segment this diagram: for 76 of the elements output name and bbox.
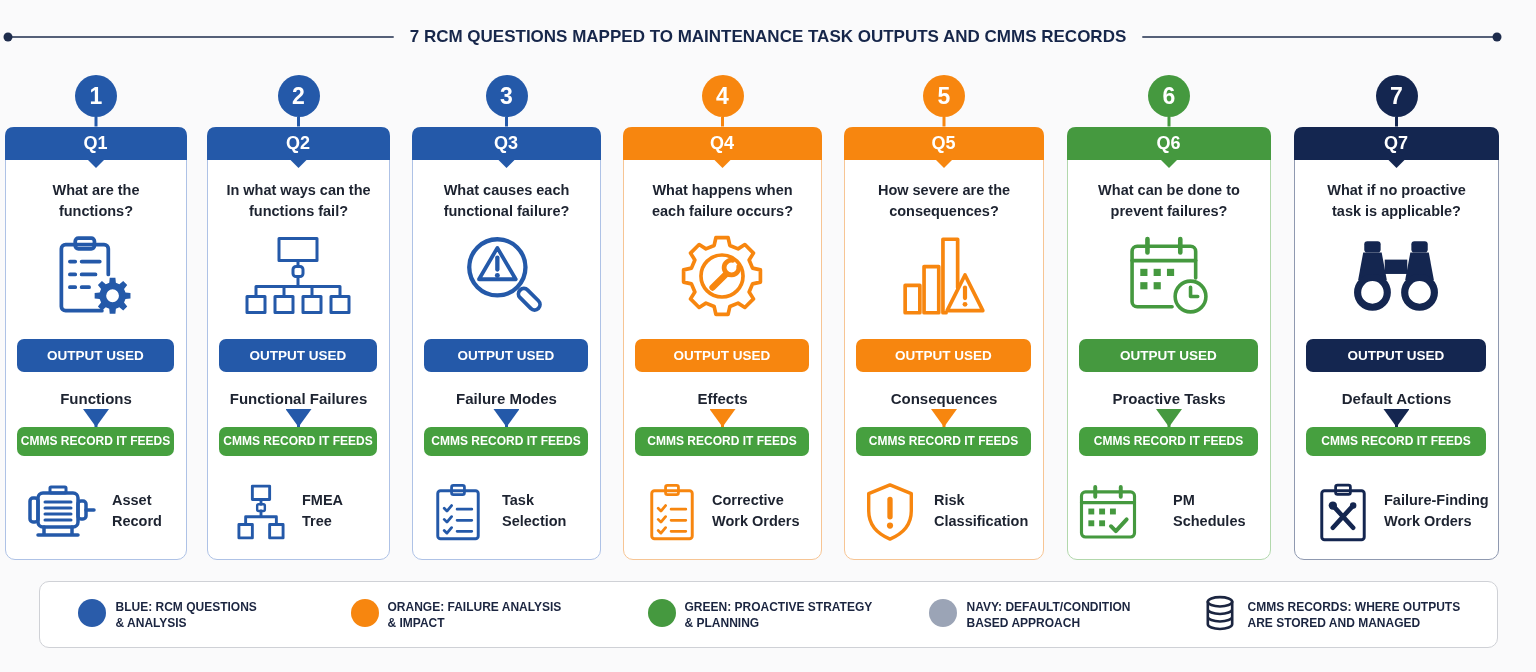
- question-text: What causes each functional failure?: [442, 181, 571, 221]
- question-text: What are the functions?: [51, 181, 141, 221]
- record-name: Task Selection: [502, 491, 568, 531]
- record-tag: CMMS RECORD IT FEEDS: [1306, 427, 1486, 456]
- card-header: Q4: [622, 126, 822, 169]
- output-name: Consequences: [890, 389, 998, 409]
- record-tag: CMMS RECORD IT FEEDS: [1079, 427, 1258, 456]
- output-name: Failure Modes: [456, 389, 557, 409]
- output-tag: OUTPUT USED: [856, 339, 1031, 372]
- question-card: [844, 127, 1044, 560]
- legend-text: GREEN: PROACTIVE STRATEGY & PLANNING: [684, 598, 874, 631]
- card-header: Q3: [411, 126, 601, 169]
- card-header: Q1: [4, 126, 187, 169]
- arrow: [709, 409, 736, 427]
- output-tag: OUTPUT USED: [424, 339, 588, 372]
- legend-text: NAVY: DEFAULT/CONDITION BASED APPROACH: [966, 598, 1132, 631]
- arrow: [83, 409, 109, 427]
- arrow: [1383, 409, 1410, 427]
- arrow: [493, 409, 520, 427]
- question-text: What happens when each failure occurs?: [651, 181, 794, 221]
- question-card: [1067, 127, 1271, 560]
- question-card: [207, 127, 390, 560]
- record-tag: CMMS RECORD IT FEEDS: [856, 427, 1031, 456]
- record-tag: CMMS RECORD IT FEEDS: [424, 427, 588, 456]
- arrow: [931, 409, 957, 427]
- number-badge: 3: [485, 75, 528, 117]
- output-name: Effects: [697, 389, 748, 409]
- number-badge: 7: [1375, 75, 1418, 117]
- output-tag: OUTPUT USED: [1079, 339, 1258, 372]
- record-tag: CMMS RECORD IT FEEDS: [219, 427, 377, 456]
- record-tag: CMMS RECORD IT FEEDS: [635, 427, 809, 456]
- question-card: [412, 127, 601, 560]
- connector-line: [721, 117, 724, 127]
- output-name: Functional Failures: [229, 389, 368, 409]
- connector-line: [505, 117, 508, 127]
- output-tag: OUTPUT USED: [635, 339, 809, 372]
- legend-text: ORANGE: FAILURE ANALYSIS & IMPACT: [387, 598, 563, 631]
- number-badge: 4: [701, 75, 744, 117]
- card-header: Q2: [206, 126, 390, 169]
- number-badge: 1: [75, 75, 117, 117]
- legend-text: BLUE: RCM QUESTIONS & ANALYSIS: [115, 598, 258, 631]
- output-tag: OUTPUT USED: [1306, 339, 1486, 372]
- diagram-title: 7 RCM QUESTIONS MAPPED TO MAINTENANCE TASK OUTPUTS AND CMMS RECORDS: [409, 27, 1127, 47]
- connector-line: [297, 117, 300, 127]
- output-name: Functions: [60, 389, 132, 409]
- number-badge: 5: [923, 75, 965, 117]
- number-badge: 2: [277, 75, 320, 117]
- question-text: What can be done to prevent failures?: [1097, 181, 1241, 221]
- legend-text: CMMS RECORDS: WHERE OUTPUTS ARE STORED AND MANAGED: [1247, 598, 1462, 631]
- number-badge: 6: [1148, 75, 1190, 117]
- card-header: Q6: [1066, 126, 1271, 169]
- question-text: In what ways can the functions fail?: [225, 181, 372, 221]
- record-name: Failure-Finding Work Orders: [1384, 491, 1490, 531]
- arrow: [1156, 409, 1182, 427]
- connector-line: [942, 117, 946, 127]
- record-name: Risk Classification: [934, 491, 1030, 531]
- record-name: Corrective Work Orders: [712, 491, 801, 531]
- record-name: FMEA Tree: [302, 491, 344, 531]
- question-text: How severe are the consequences?: [876, 181, 1012, 221]
- record-name: PM Schedules: [1173, 491, 1247, 531]
- question-text: What if no proactive task is applicable?: [1326, 181, 1467, 221]
- record-name: Asset Record: [112, 491, 163, 531]
- connector-line: [94, 117, 98, 127]
- record-tag: CMMS RECORD IT FEEDS: [17, 427, 174, 456]
- output-tag: OUTPUT USED: [219, 339, 377, 372]
- question-card: [623, 127, 822, 560]
- output-name: Proactive Tasks: [1112, 389, 1226, 409]
- output-name: Default Actions: [1341, 389, 1452, 409]
- question-card: [5, 127, 187, 560]
- question-card: [1294, 127, 1499, 560]
- connector-line: [1395, 117, 1398, 127]
- card-header: Q7: [1293, 126, 1499, 169]
- connector-line: [1167, 117, 1171, 127]
- card-header: Q5: [843, 126, 1044, 169]
- arrow: [285, 409, 312, 427]
- output-tag: OUTPUT USED: [17, 339, 174, 372]
